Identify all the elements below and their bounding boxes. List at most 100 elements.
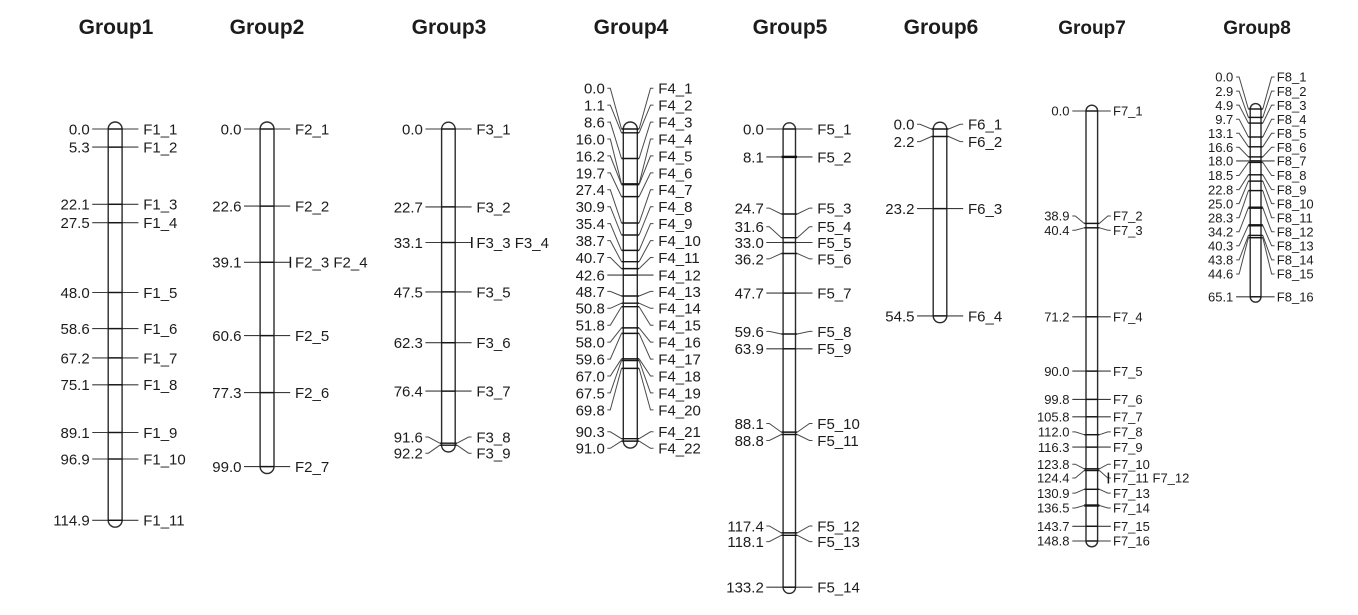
svg-text:59.6: 59.6 <box>576 352 605 369</box>
svg-text:F1_4: F1_4 <box>143 215 177 232</box>
svg-text:19.7: 19.7 <box>576 165 605 182</box>
svg-text:48.7: 48.7 <box>576 284 605 301</box>
svg-text:F1_11: F1_11 <box>143 513 184 530</box>
svg-text:F4_4: F4_4 <box>658 131 692 148</box>
svg-text:F4_6: F4_6 <box>658 165 692 182</box>
svg-text:F6_1: F6_1 <box>968 117 1002 134</box>
svg-text:F4_10: F4_10 <box>658 233 701 250</box>
svg-text:F4_21: F4_21 <box>658 424 701 441</box>
svg-text:51.8: 51.8 <box>576 318 605 335</box>
svg-text:88.1: 88.1 <box>735 416 764 433</box>
svg-text:F7_14: F7_14 <box>1113 501 1150 516</box>
svg-text:40.3: 40.3 <box>1208 239 1233 254</box>
svg-text:76.4: 76.4 <box>394 384 423 401</box>
svg-text:F8_11: F8_11 <box>1277 210 1313 225</box>
svg-text:99.0: 99.0 <box>212 459 241 476</box>
svg-text:F3_2: F3_2 <box>476 199 510 216</box>
svg-text:44.6: 44.6 <box>1208 267 1233 282</box>
svg-text:F8_14: F8_14 <box>1277 253 1314 268</box>
svg-text:F7_9: F7_9 <box>1113 440 1143 455</box>
svg-text:40.7: 40.7 <box>576 250 605 267</box>
svg-text:0.0: 0.0 <box>1051 104 1069 119</box>
svg-text:F1_8: F1_8 <box>143 377 177 394</box>
svg-text:F2_1: F2_1 <box>295 121 329 138</box>
svg-text:22.1: 22.1 <box>60 197 89 214</box>
svg-text:F3_1: F3_1 <box>476 121 510 138</box>
svg-text:F4_15: F4_15 <box>658 318 701 335</box>
svg-text:59.6: 59.6 <box>735 324 764 341</box>
svg-text:28.3: 28.3 <box>1208 210 1233 225</box>
svg-text:F8_12: F8_12 <box>1277 225 1314 240</box>
svg-text:124.4: 124.4 <box>1037 471 1070 486</box>
svg-text:34.2: 34.2 <box>1208 225 1233 240</box>
svg-text:42.6: 42.6 <box>576 268 605 285</box>
svg-text:4.9: 4.9 <box>1215 98 1233 113</box>
svg-text:0.0: 0.0 <box>221 121 242 138</box>
svg-text:F3_8: F3_8 <box>476 429 510 446</box>
svg-text:F4_8: F4_8 <box>658 199 692 216</box>
svg-text:F7_2: F7_2 <box>1113 209 1143 224</box>
svg-text:F4_1: F4_1 <box>658 81 692 98</box>
svg-text:27.5: 27.5 <box>60 215 89 232</box>
svg-text:F4_11: F4_11 <box>658 250 699 267</box>
svg-text:F7_15: F7_15 <box>1113 519 1150 534</box>
svg-text:31.6: 31.6 <box>735 219 764 236</box>
svg-text:50.8: 50.8 <box>576 301 605 318</box>
svg-text:117.4: 117.4 <box>727 518 763 535</box>
svg-text:F4_5: F4_5 <box>658 148 692 165</box>
svg-text:F4_2: F4_2 <box>658 98 692 115</box>
svg-text:8.1: 8.1 <box>743 149 764 166</box>
svg-text:F8_16: F8_16 <box>1277 290 1314 305</box>
svg-text:22.8: 22.8 <box>1208 182 1233 197</box>
svg-text:F8_6: F8_6 <box>1277 140 1307 155</box>
svg-text:Group3: Group3 <box>412 16 487 39</box>
svg-text:F6_4: F6_4 <box>968 308 1002 325</box>
svg-text:F8_7: F8_7 <box>1277 154 1307 169</box>
svg-text:F4_18: F4_18 <box>658 368 701 385</box>
svg-text:25.0: 25.0 <box>1208 196 1233 211</box>
svg-text:F1_6: F1_6 <box>143 321 177 338</box>
svg-text:F5_9: F5_9 <box>817 341 851 358</box>
svg-text:F7_7: F7_7 <box>1113 410 1143 425</box>
svg-text:F7_6: F7_6 <box>1113 392 1143 407</box>
svg-text:F5_8: F5_8 <box>817 324 851 341</box>
svg-text:5.3: 5.3 <box>69 140 90 157</box>
svg-text:F1_3: F1_3 <box>143 197 177 214</box>
svg-text:F8_3: F8_3 <box>1277 98 1307 113</box>
svg-text:39.1: 39.1 <box>212 255 241 272</box>
svg-text:33.0: 33.0 <box>735 235 764 252</box>
svg-text:96.9: 96.9 <box>60 451 89 468</box>
svg-text:F7_11 F7_12: F7_11 F7_12 <box>1113 471 1189 486</box>
svg-text:F1_9: F1_9 <box>143 425 177 442</box>
svg-text:0.0: 0.0 <box>1215 70 1233 85</box>
svg-text:Group6: Group6 <box>904 16 979 39</box>
svg-text:35.4: 35.4 <box>576 216 605 233</box>
svg-text:116.3: 116.3 <box>1038 440 1070 455</box>
svg-text:F7_13: F7_13 <box>1113 486 1150 501</box>
svg-text:F7_1: F7_1 <box>1113 104 1143 119</box>
svg-text:F4_3: F4_3 <box>658 115 692 132</box>
svg-text:F3_9: F3_9 <box>476 446 510 463</box>
svg-text:23.2: 23.2 <box>885 201 914 218</box>
svg-text:F2_7: F2_7 <box>295 459 329 476</box>
svg-text:F4_13: F4_13 <box>658 284 701 301</box>
svg-text:F3_3 F3_4: F3_3 F3_4 <box>476 235 549 252</box>
svg-text:40.4: 40.4 <box>1044 223 1069 238</box>
svg-text:F8_13: F8_13 <box>1277 239 1314 254</box>
svg-text:F2_3 F2_4: F2_3 F2_4 <box>295 255 368 272</box>
svg-text:0.0: 0.0 <box>743 121 764 138</box>
svg-text:F7_8: F7_8 <box>1113 425 1143 440</box>
svg-text:43.8: 43.8 <box>1208 253 1233 268</box>
svg-text:F8_2: F8_2 <box>1277 84 1307 99</box>
svg-text:F8_15: F8_15 <box>1277 267 1314 282</box>
svg-text:58.6: 58.6 <box>60 321 89 338</box>
svg-text:F1_7: F1_7 <box>143 350 177 367</box>
svg-text:133.2: 133.2 <box>726 580 764 597</box>
svg-text:38.7: 38.7 <box>576 233 605 250</box>
svg-text:F1_5: F1_5 <box>143 285 177 302</box>
svg-text:54.5: 54.5 <box>885 308 914 325</box>
svg-text:47.5: 47.5 <box>394 284 423 301</box>
svg-text:65.1: 65.1 <box>1208 290 1233 305</box>
svg-text:9.7: 9.7 <box>1215 112 1233 127</box>
svg-text:105.8: 105.8 <box>1037 410 1070 425</box>
